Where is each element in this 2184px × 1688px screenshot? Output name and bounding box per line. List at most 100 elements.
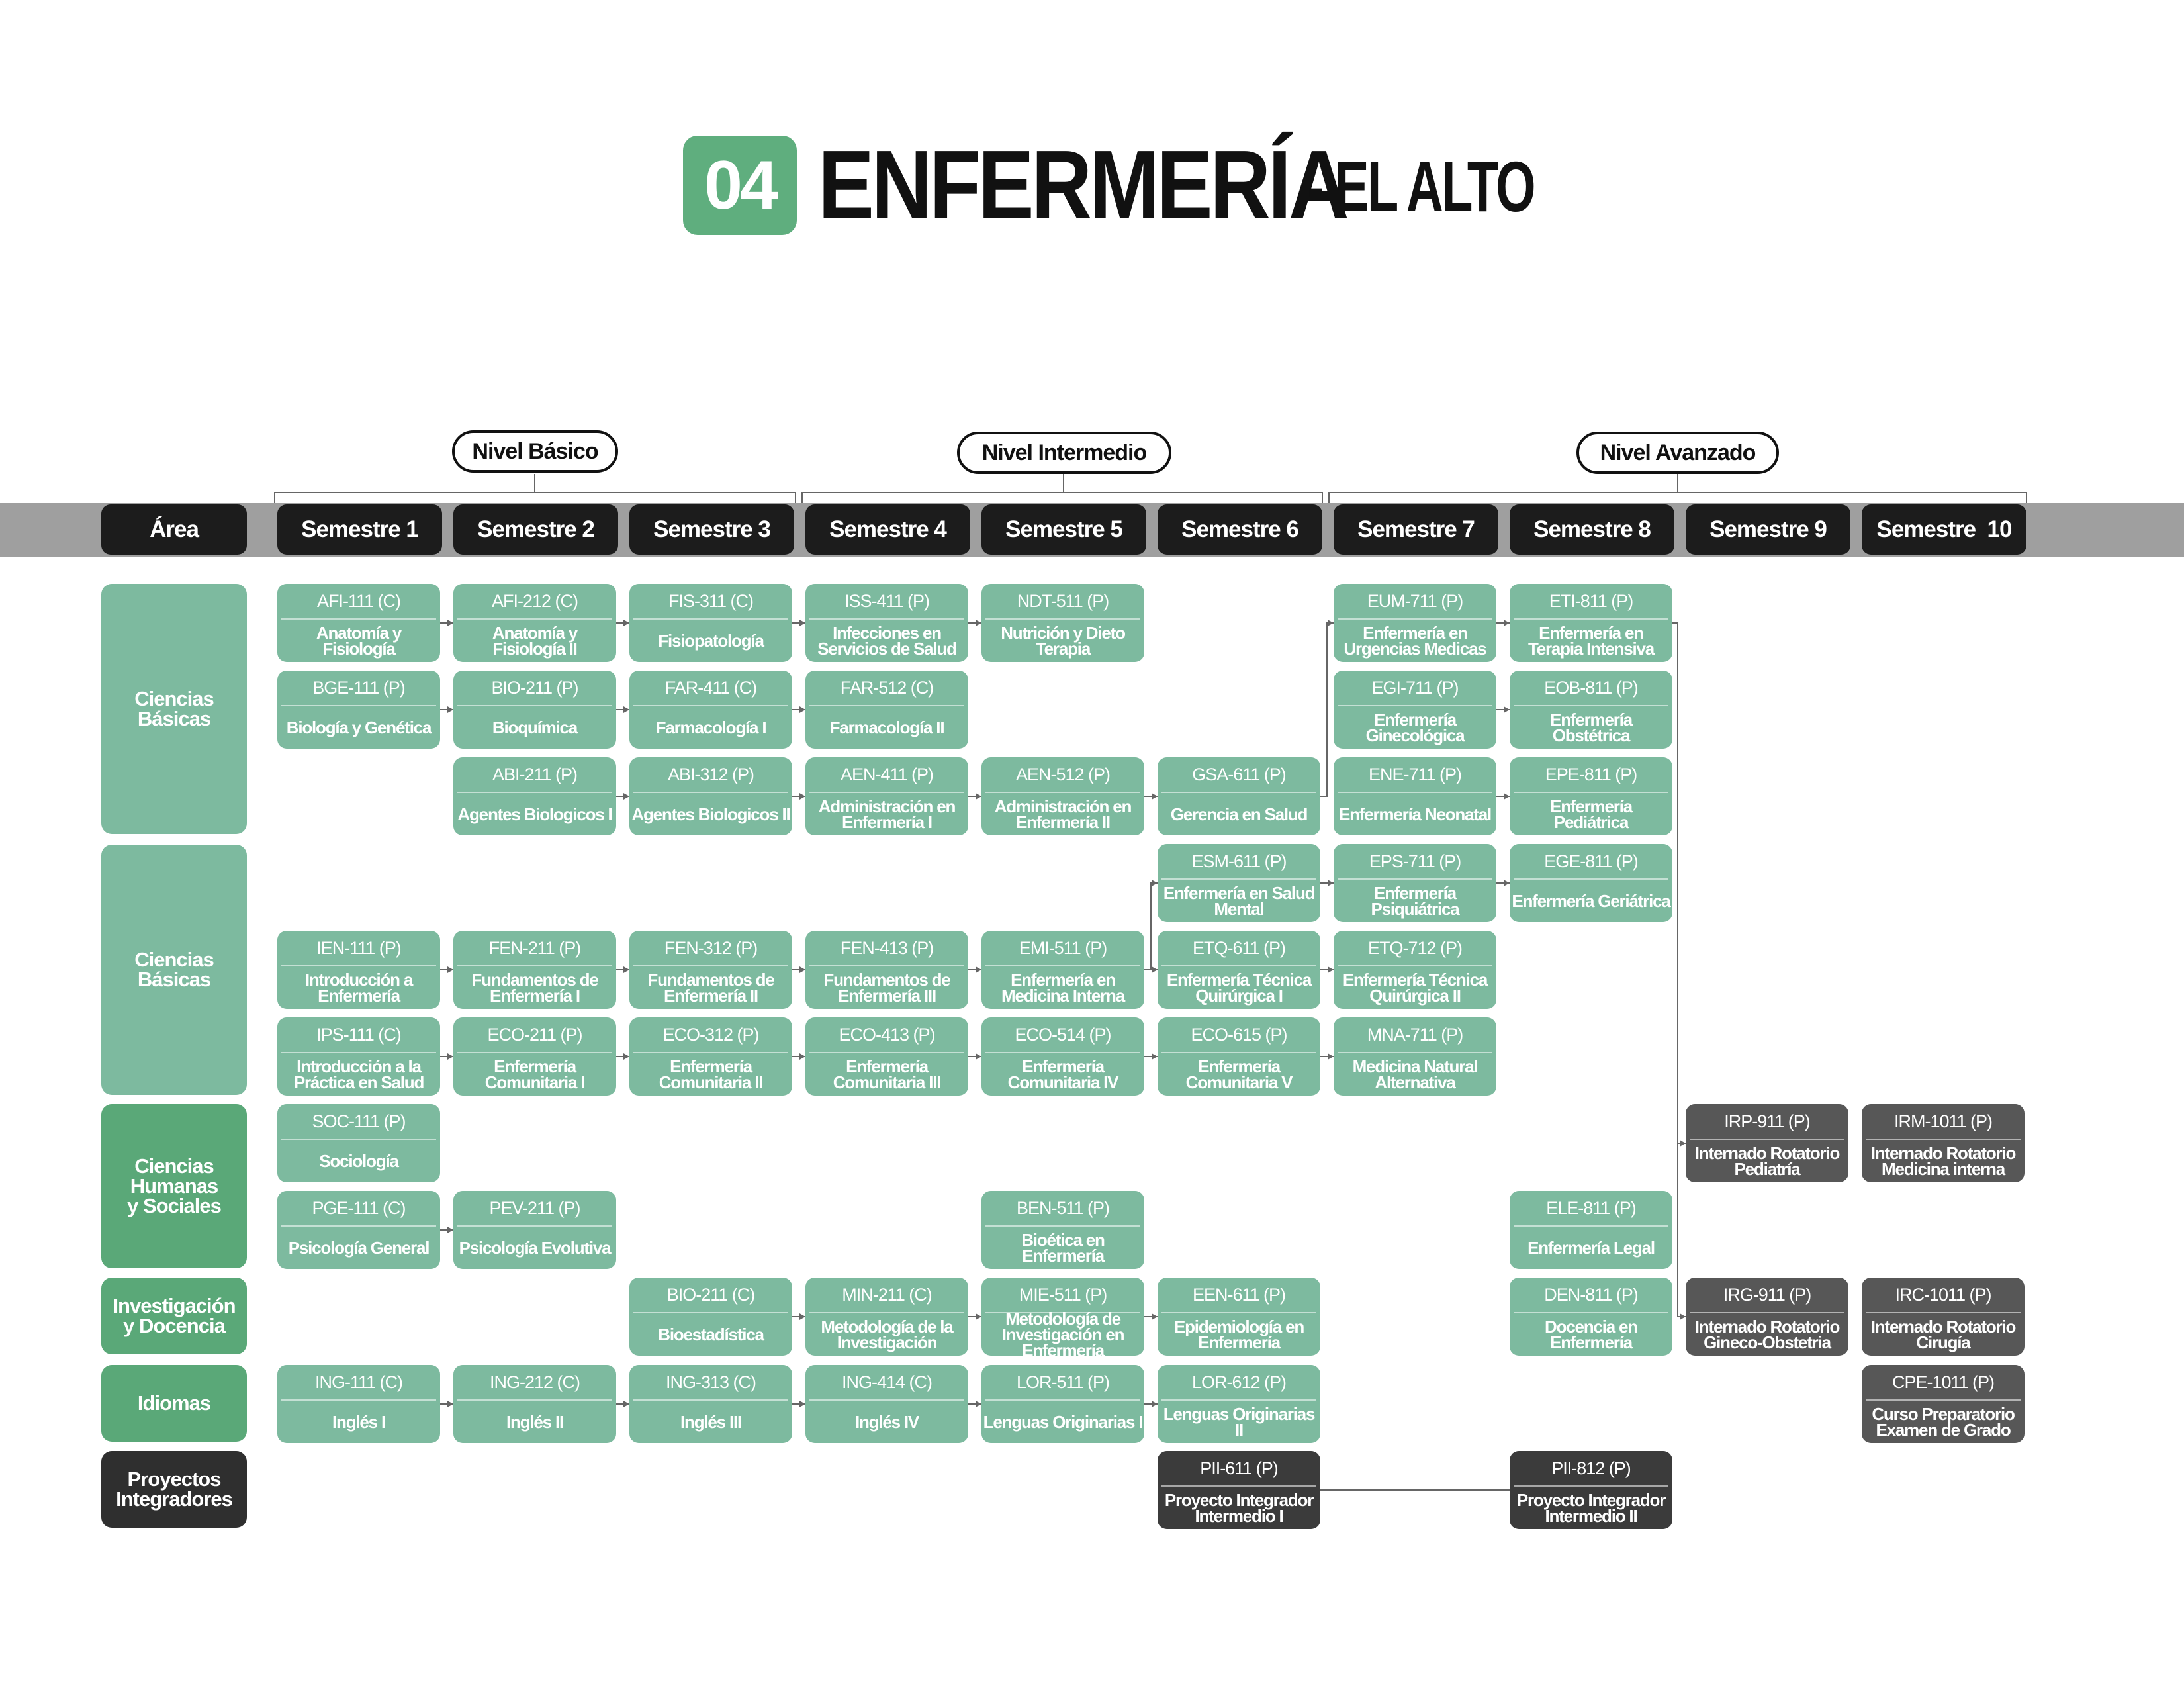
divider (1866, 1312, 2021, 1313)
course-name: Agentes Biologicos I (457, 804, 612, 824)
course-name: Administración en Enfermería II (994, 796, 1132, 832)
area-header: Área (101, 504, 247, 555)
course-code: AEN-512 (P) (1015, 764, 1111, 784)
course-code: MIE-511 (P) (1019, 1284, 1108, 1305)
divider (1514, 618, 1668, 620)
course-name: Infecciones en Servicios de Salud (817, 623, 957, 659)
area-ciencias-humanas: Ciencias Humanas y Sociales (101, 1104, 247, 1268)
course-code: AFI-212 (C) (491, 590, 578, 611)
course-code: IPS-111 (C) (316, 1024, 402, 1045)
divider (985, 792, 1140, 793)
divider (985, 1052, 1140, 1053)
divider (457, 965, 612, 966)
course-code: EGE-811 (P) (1544, 851, 1639, 871)
divider (985, 1312, 1140, 1313)
course-code: PII-812 (P) (1551, 1458, 1631, 1478)
divider (1338, 792, 1492, 793)
divider (1514, 792, 1668, 793)
arrow-head (1504, 620, 1510, 626)
course-card-eti-811-p: ETI-811 (P)Enfermería en Terapia Intensi… (1510, 584, 1672, 662)
connector-line (1672, 622, 1686, 1317)
divider (1161, 1052, 1316, 1053)
semester-2: Semestre 2 (453, 504, 618, 555)
divider (809, 965, 964, 966)
arrow-head (1504, 706, 1510, 713)
course-name: Enfermería Neonatal (1338, 804, 1492, 824)
course-code: LOR-511 (P) (1016, 1372, 1110, 1392)
course-name: Internado Rotatorio Medicina interna (1870, 1143, 2017, 1179)
arrow-head (447, 620, 453, 626)
divider (1690, 1312, 1844, 1313)
divider (281, 965, 436, 966)
arrow-head (1680, 1313, 1686, 1320)
course-name: Biología y Genética (286, 718, 432, 737)
divider (457, 1052, 612, 1053)
course-card-een-611-p: EEN-611 (P)Epidemiología en Enfermería (1158, 1278, 1320, 1356)
course-code: ESM-611 (P) (1191, 851, 1287, 871)
divider (1161, 1399, 1316, 1401)
course-card-bio-211-p: BIO-211 (P)Bioquímica (453, 671, 616, 749)
course-name: Enfermería Ginecológica (1365, 710, 1465, 745)
course-card-emi-511-p: EMI-511 (P)Enfermería en Medicina Intern… (981, 931, 1144, 1009)
course-code: ETQ-712 (P) (1367, 937, 1463, 958)
divider (809, 1052, 964, 1053)
divider (457, 792, 612, 793)
course-code: PGE-111 (C) (312, 1197, 406, 1218)
course-name: Enfermería Técnica Quirúrgica II (1342, 970, 1488, 1006)
divider (1690, 1139, 1844, 1140)
divider (985, 618, 1140, 620)
course-name: Metodología de la Investigación (821, 1317, 953, 1352)
course-code: FIS-311 (C) (668, 590, 754, 611)
arrow-head (623, 1401, 629, 1407)
divider (809, 1312, 964, 1313)
arrow-head (799, 793, 805, 800)
course-code: ABI-312 (P) (667, 764, 754, 784)
course-code: BGE-111 (P) (312, 677, 406, 698)
course-name: Enfermería Psiquiátrica (1371, 883, 1460, 919)
course-code: PEV-211 (P) (489, 1197, 580, 1218)
course-card-eob-811-p: EOB-811 (P)Enfermería Obstétrica (1510, 671, 1672, 749)
course-code: ENE-711 (P) (1368, 764, 1462, 784)
divider (457, 1225, 612, 1227)
course-card-irm-1011-p: IRM-1011 (P)Internado Rotatorio Medicina… (1862, 1104, 2025, 1182)
arrow-head (976, 793, 981, 800)
divider (457, 1399, 612, 1401)
course-name: Internado Rotatorio Gineco-Obstetria (1694, 1317, 1841, 1352)
course-name: Bioestadística (658, 1325, 764, 1344)
divider (1161, 878, 1316, 880)
course-name: Inglés I (332, 1412, 386, 1432)
course-code: FAR-411 (C) (664, 677, 758, 698)
semester-1: Semestre 1 (277, 504, 442, 555)
area-investigacion: Investigación y Docencia (101, 1278, 247, 1354)
course-card-irg-911-p: IRG-911 (P)Internado Rotatorio Gineco-Ob… (1686, 1278, 1848, 1356)
course-card-aen-512-p: AEN-512 (P) Administración en Enfermería … (981, 757, 1144, 835)
arrow-head (447, 706, 453, 713)
course-code: EEN-611 (P) (1192, 1284, 1286, 1305)
course-card-pge-111-c: PGE-111 (C)Psicología General (277, 1191, 440, 1269)
divider (1866, 1399, 2021, 1401)
course-card-fis-311-c: FIS-311 (C)Fisiopatología (629, 584, 792, 662)
divider (457, 618, 612, 620)
course-code: EPS-711 (P) (1369, 851, 1462, 871)
course-code: ING-111 (C) (314, 1372, 403, 1392)
divider (633, 965, 788, 966)
course-name: Fundamentos de Enfermería III (823, 970, 950, 1006)
divider (1161, 1312, 1316, 1313)
course-name: Enfermería en Salud Mental (1163, 883, 1316, 919)
course-name: Enfermería Comunitaria III (833, 1056, 942, 1092)
course-code: ETQ-611 (P) (1192, 937, 1286, 958)
course-card-etq-611-p: ETQ-611 (P)Enfermería Técnica Quirúrgica… (1158, 931, 1320, 1009)
arrow-head (1504, 880, 1510, 886)
divider (633, 618, 788, 620)
course-code: ECO-514 (P) (1015, 1024, 1111, 1045)
course-name: Enfermería Comunitaria II (659, 1056, 764, 1092)
course-card-ele-811-p: ELE-811 (P)Enfermería Legal (1510, 1191, 1672, 1269)
course-name: Metodología de Investigación en Enfermer… (1001, 1309, 1125, 1356)
level-advanced: Nivel Avanzado (1576, 432, 1779, 474)
divider (809, 792, 964, 793)
course-card-bio-211-c: BIO-211 (C)Bioestadística (629, 1278, 792, 1356)
course-name: Psicología Evolutiva (459, 1238, 612, 1258)
arrow-head (799, 1053, 805, 1060)
divider (633, 792, 788, 793)
course-code: CPE-1011 (P) (1891, 1372, 1995, 1392)
